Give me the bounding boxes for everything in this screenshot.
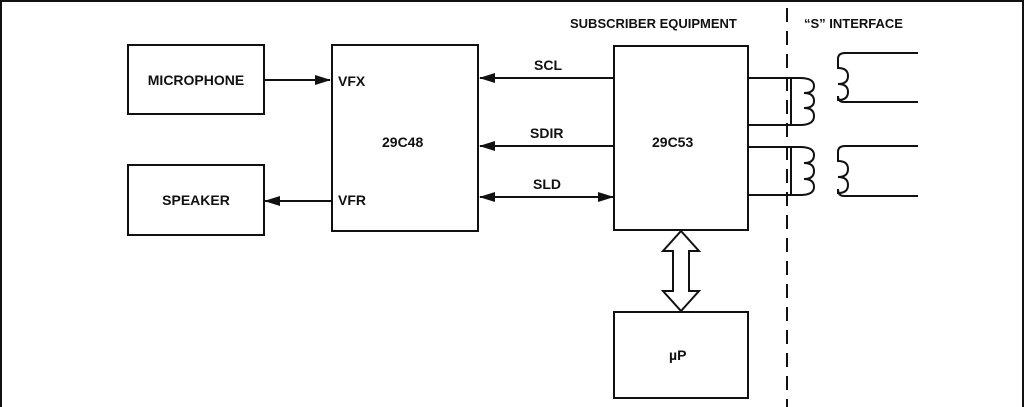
speaker-label: SPEAKER — [162, 192, 230, 208]
bus-double-arrow — [660, 229, 702, 313]
scl-label: SCL — [534, 57, 562, 73]
speaker-box — [127, 164, 265, 236]
microprocessor-box — [613, 311, 749, 399]
sld-label: SLD — [533, 176, 561, 192]
sdir-label: SDIR — [530, 125, 563, 141]
transformer-lower-primary-coil — [791, 146, 816, 196]
microphone-label: MICROPHONE — [148, 72, 244, 88]
transceiver-label: 29C53 — [652, 134, 693, 150]
vfr-pin-label: VFR — [338, 192, 366, 208]
transformer-lower-secondary-coil — [837, 145, 918, 197]
codec-label: 29C48 — [382, 134, 423, 150]
transformer-upper-secondary-coil — [837, 52, 918, 103]
microphone-box — [127, 44, 265, 115]
transformer-lower-wires — [748, 146, 792, 196]
transceiver-box — [613, 45, 749, 231]
subscriber-equipment-label: SUBSCRIBER EQUIPMENT — [570, 16, 737, 31]
transformer-upper-wires — [748, 77, 792, 126]
transformer-upper-primary-coil — [791, 77, 816, 126]
microprocessor-label: µP — [669, 347, 686, 363]
vfx-pin-label: VFX — [338, 73, 366, 89]
codec-box — [331, 44, 479, 232]
s-interface-label: “S” INTERFACE — [804, 16, 903, 31]
